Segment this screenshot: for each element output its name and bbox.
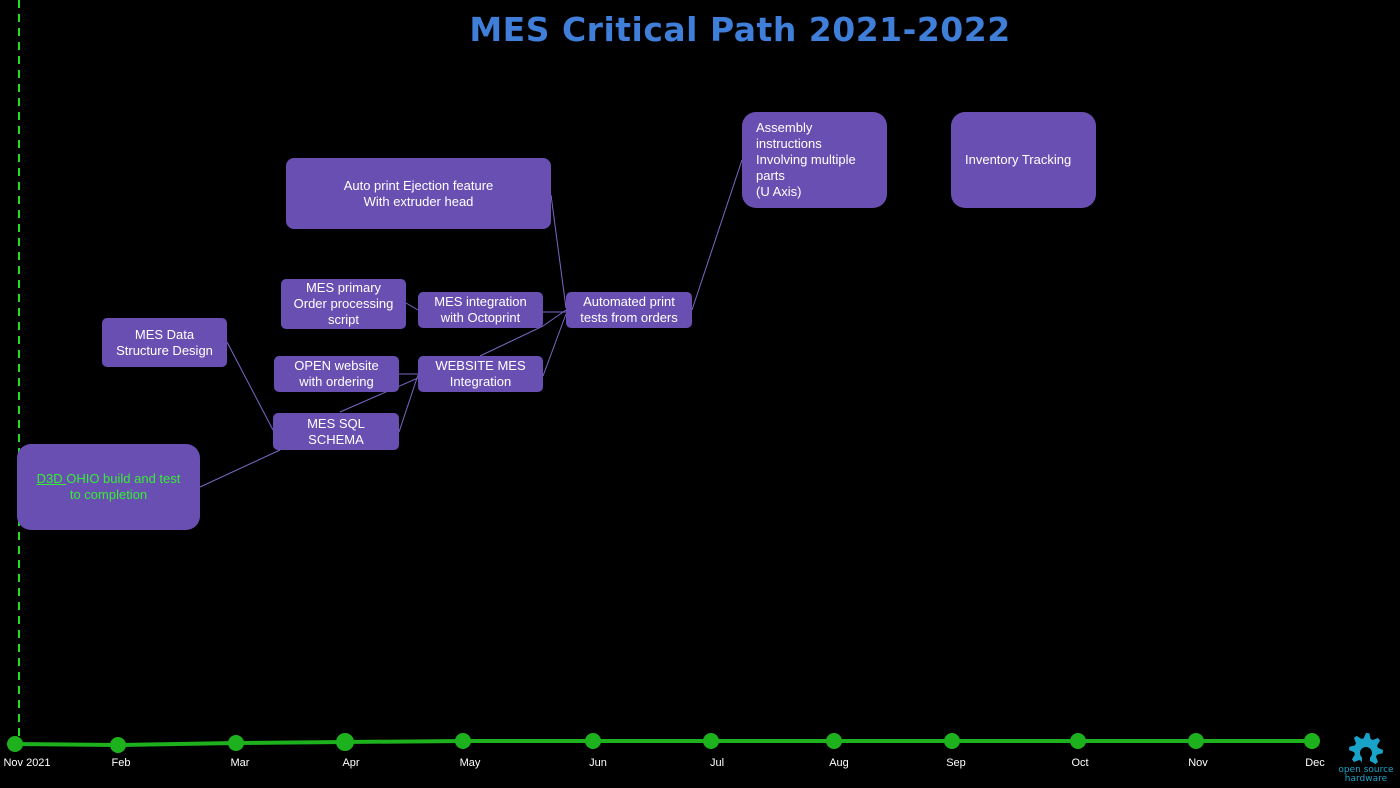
task-sql-schema-label: MES SQL SCHEMA [307, 415, 365, 447]
timeline-dot-10 [1188, 733, 1204, 749]
connector-d3d-to-sql [199, 449, 281, 488]
oshw-logo-text: open source hardware [1338, 765, 1394, 784]
timeline-dot-0 [7, 736, 23, 752]
task-assembly[interactable]: Assembly instructions Involving multiple… [742, 112, 887, 208]
month-label-1: Feb [111, 757, 131, 769]
timeline-dot-1 [110, 737, 126, 753]
month-label-9: Oct [1071, 757, 1089, 769]
task-auto-eject[interactable]: Auto print Ejection feature With extrude… [286, 158, 551, 229]
task-order-script-label: MES primary Order processing script [293, 280, 394, 327]
timeline-line [14, 739, 1312, 748]
task-assembly-label: Assembly instructions Involving multiple… [756, 120, 856, 199]
month-label-2: Mar [230, 757, 250, 769]
connector-octoprint-to-tests [542, 309, 567, 327]
timeline-dot-7 [826, 733, 842, 749]
task-d3d-ohio[interactable]: D3D OHIO build and test to completion [17, 444, 200, 530]
task-data-structure[interactable]: MES Data Structure Design [102, 318, 227, 367]
month-label-0: Nov 2021 [3, 757, 51, 769]
month-label-8: Sep [946, 757, 966, 769]
task-inventory[interactable]: Inventory Tracking [951, 112, 1096, 208]
timeline-dot-11 [1304, 733, 1320, 749]
month-label-4: May [459, 757, 481, 769]
timeline-dot-9 [1070, 733, 1086, 749]
task-mes-octoprint[interactable]: MES integration with Octoprint [418, 292, 543, 328]
timeline-dot-3 [336, 733, 354, 751]
page-title: MES Critical Path 2021-2022 [469, 10, 1011, 49]
task-automated-tests[interactable]: Automated print tests from orders [566, 292, 692, 328]
task-inventory-label: Inventory Tracking [965, 152, 1072, 167]
connector-website-to-tests [542, 313, 567, 377]
task-sql-schema[interactable]: MES SQL SCHEMA [273, 413, 399, 450]
timeline-dots [7, 733, 1320, 753]
month-label-5: Jun [589, 757, 607, 769]
month-label-11: Dec [1305, 757, 1325, 769]
connectors [199, 159, 743, 488]
task-open-website[interactable]: OPEN website with ordering [274, 356, 399, 392]
connector-eject-to-tests [550, 194, 567, 309]
timeline-dot-4 [455, 733, 471, 749]
task-open-website-label: OPEN website with ordering [294, 358, 379, 389]
connector-tests-to-assembly [691, 159, 743, 311]
month-label-3: Apr [342, 757, 360, 769]
timeline-dot-6 [703, 733, 719, 749]
connector-sql-to-website [398, 374, 419, 433]
task-d3d-ohio-label: OHIO build and test to completion [66, 471, 181, 502]
d3d-link[interactable]: D3D [36, 471, 67, 486]
gear-icon [1349, 733, 1383, 770]
connector-website-to-octoprint [479, 325, 544, 357]
task-data-structure-label: MES Data Structure Design [116, 326, 213, 358]
month-label-10: Nov [1188, 757, 1208, 769]
connector-datastructure-to-sql [226, 341, 274, 431]
timeline-dot-5 [585, 733, 601, 749]
timeline-dot-8 [944, 733, 960, 749]
timeline-dot-2 [228, 735, 244, 751]
month-label-6: Jul [709, 757, 725, 769]
task-auto-eject-label: Auto print Ejection feature With extrude… [343, 177, 494, 209]
task-website-mes-label: WEBSITE MES Integration [435, 358, 526, 389]
task-mes-octoprint-label: MES integration with Octoprint [434, 294, 527, 325]
task-website-mes[interactable]: WEBSITE MES Integration [418, 356, 543, 392]
task-automated-tests-label: Automated print tests from orders [580, 294, 678, 325]
task-order-script[interactable]: MES primary Order processing script [281, 279, 406, 329]
month-label-7: Aug [829, 757, 849, 769]
connector-order-to-octoprint [405, 302, 419, 311]
connector-sql-to-website-2 [339, 377, 419, 413]
